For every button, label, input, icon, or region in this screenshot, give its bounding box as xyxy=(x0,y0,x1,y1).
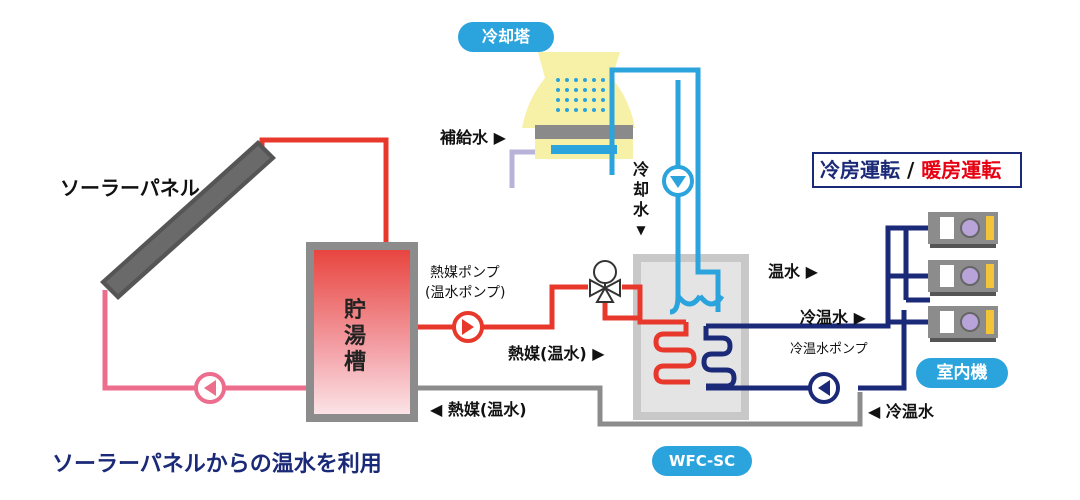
solar-return-pipe xyxy=(102,290,308,391)
heat-medium-valve-branch xyxy=(602,300,640,321)
chw-return-label: ◀ 冷温水 xyxy=(868,402,934,421)
cooling-water-label: 冷 却 水 ▼ xyxy=(630,160,652,240)
legend-separator: / xyxy=(900,158,922,182)
storage-tank-label: 貯 湯 槽 xyxy=(335,298,375,376)
tank-char: 湯 xyxy=(343,324,366,349)
indoor-unit-2 xyxy=(928,260,998,296)
caption: ソーラーパネルからの温水を利用 xyxy=(52,452,382,477)
indoor-unit-3 xyxy=(928,306,998,342)
heat-medium-pump-sublabel: (温水ポンプ) xyxy=(425,285,506,301)
wfc-sc-housing xyxy=(633,254,749,420)
chw-supply-label: 冷温水 ▶ xyxy=(800,308,866,327)
solar-panel-label: ソーラーパネル xyxy=(60,176,200,200)
heating-mode-text: 暖房運転 xyxy=(921,158,1002,182)
cooling-tower xyxy=(522,52,635,159)
indoor-unit-label: 室内機 xyxy=(916,358,1008,388)
operation-mode-legend: 冷房運転 / 暖房運転 xyxy=(812,152,1022,188)
heat-medium-return-pipe xyxy=(416,385,863,427)
solar-hot-pipe xyxy=(259,137,389,242)
makeup-water-label: 補給水 ▶ xyxy=(440,128,506,147)
solar-pump-icon[interactable] xyxy=(194,372,226,404)
heat-medium-supply-label: 熱媒(温水) ▶ xyxy=(508,344,605,363)
cooling-mode-text: 冷房運転 xyxy=(820,158,900,182)
tank-char: 槽 xyxy=(343,350,366,375)
cooling-water-char: ▼ xyxy=(636,223,646,237)
heat-medium-pump-icon[interactable] xyxy=(452,311,484,343)
chw-pump-icon[interactable] xyxy=(808,372,840,404)
indoor-unit-1 xyxy=(928,212,998,248)
cooling-water-pipe xyxy=(609,67,721,312)
heat-medium-return-label: ◀ 熱媒(温水) xyxy=(430,400,527,419)
navy-coil xyxy=(701,326,737,389)
hot-water-label: 温水 ▶ xyxy=(768,262,818,281)
cooling-water-return-pipe xyxy=(669,80,725,315)
chilled-hot-water-pipe xyxy=(706,225,930,329)
hot-coil xyxy=(653,322,697,385)
heat-medium-pump-label: 熱媒ポンプ xyxy=(430,265,500,281)
wfc-sc-label: WFC-SC xyxy=(652,446,752,476)
cooling-water-char: 却 xyxy=(632,180,649,199)
tank-char: 貯 xyxy=(343,298,366,323)
cooling-water-char: 水 xyxy=(632,200,649,219)
three-way-valve-icon[interactable] xyxy=(589,260,621,303)
cooling-water-char: 冷 xyxy=(632,160,649,179)
cooling-tower-label: 冷却塔 xyxy=(458,22,554,52)
storage-tank xyxy=(306,242,418,422)
cooling-water-pump-icon[interactable] xyxy=(662,165,694,197)
solar-panel xyxy=(100,140,276,300)
chw-pump-label: 冷温水ポンプ xyxy=(790,342,868,357)
